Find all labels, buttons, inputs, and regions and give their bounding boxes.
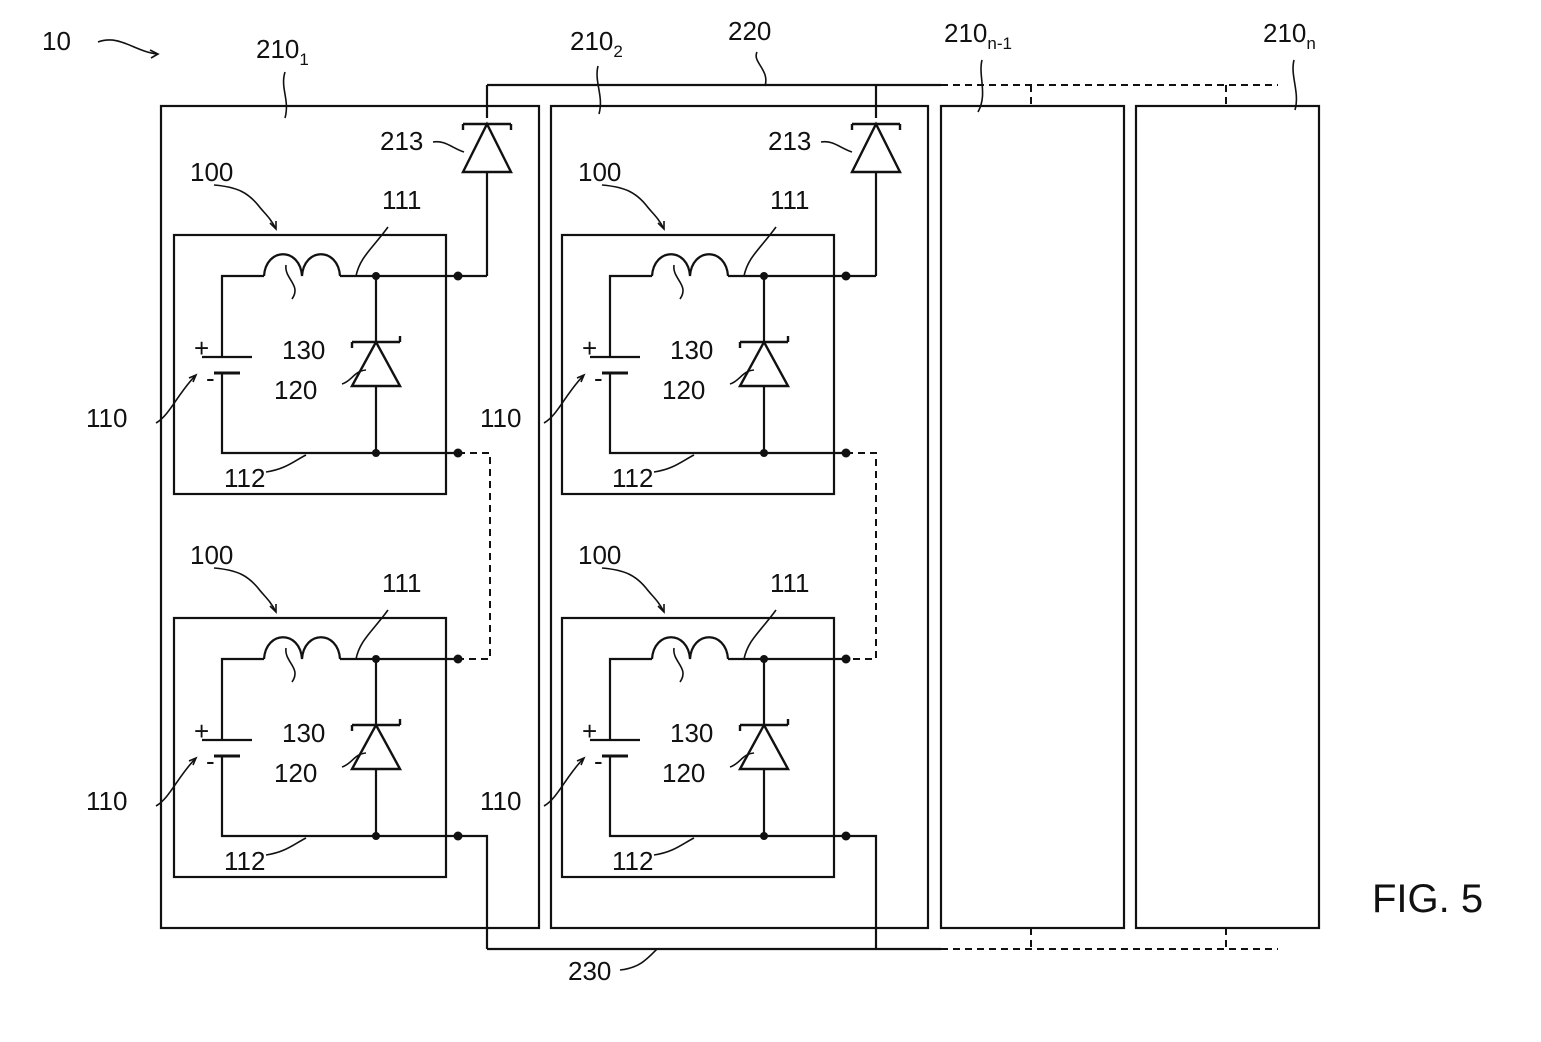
module-s2-bottom-pos-ref: 111: [770, 568, 810, 598]
system-ref-leader: [98, 40, 158, 54]
string-n-ref-leader: [1293, 60, 1296, 110]
top-bus-ref-label: 220: [728, 16, 771, 46]
string-1-ref-main: 210: [256, 34, 299, 64]
module-s2-top-neg-ref: 112: [612, 463, 653, 493]
string-n-1-box: [941, 106, 1124, 928]
string-2-diode-213-leader: [821, 142, 852, 152]
string-2-ref-sub: 2: [613, 42, 622, 61]
string-2-diode-213-label: 213: [768, 126, 811, 156]
system-ref-label: 10: [42, 26, 71, 56]
module-s1-top-diode-ref: 120: [274, 375, 317, 405]
module-s1-top-pos-ref: 111: [382, 185, 422, 215]
string-1-diode-213-leader: [433, 142, 464, 152]
s2-bottom-neg-to-bus: [846, 836, 876, 949]
string-n-ref-label: 210n: [1263, 18, 1316, 53]
string-n-1-ref-sub: n-1: [987, 34, 1012, 53]
module-s2-bottom-fuse-ref: 130: [670, 718, 713, 748]
module-s2-top-diode-ref: 120: [662, 375, 705, 405]
module-s1-top-minus: -: [206, 363, 215, 393]
string-n-1-ref-main: 210: [944, 18, 987, 48]
top-bus-ref-leader: [756, 52, 766, 86]
module-s1-bottom-fuse-ref: 130: [282, 718, 325, 748]
module-s1-bottom-diode-ref: 120: [274, 758, 317, 788]
module-s1-bottom: 100 111 130 120 112 + - 110: [86, 540, 463, 877]
string-1-ref-label: 2101: [256, 34, 309, 69]
module-s1-bottom-ref: 100: [190, 540, 233, 570]
module-s1-bottom-neg-ref: 112: [224, 846, 265, 876]
module-s2-bottom-cell-ref: 110: [480, 786, 521, 816]
module-s1-bottom-pos-ref: 111: [382, 568, 422, 598]
bottom-bus-ref-label: 230: [568, 956, 611, 986]
module-s1-top-ref: 100: [190, 157, 233, 187]
string-1-ref-leader: [284, 72, 287, 118]
module-s1-bottom-cell-ref: 110: [86, 786, 127, 816]
module-s1-top-cell-ref: 110: [86, 403, 127, 433]
string-n-box: [1136, 106, 1319, 928]
figure-label: FIG. 5: [1372, 877, 1483, 921]
module-s1-bottom-minus: -: [206, 746, 215, 776]
bottom-bus-ref-leader: [620, 949, 657, 970]
module-s2-top-plus: +: [582, 333, 597, 363]
module-s2-bottom: 100 111 130 120 112 + - 110: [480, 540, 851, 877]
string-1-diode-213-label: 213: [380, 126, 423, 156]
string-2-box: [551, 106, 928, 928]
string-2-ref-label: 2102: [570, 26, 623, 61]
string-n-ref-main: 210: [1263, 18, 1306, 48]
module-s1-bottom-plus: +: [194, 716, 209, 746]
string-2-diode-213: [852, 124, 900, 276]
s2-series-link: [846, 453, 876, 659]
module-s2-top-minus: -: [594, 363, 603, 393]
module-s1-top-fuse-ref: 130: [282, 335, 325, 365]
s1-bottom-neg-to-bus: [458, 836, 487, 949]
string-2-ref-main: 210: [570, 26, 613, 56]
module-s2-bottom-minus: -: [594, 746, 603, 776]
module-s2-bottom-neg-ref: 112: [612, 846, 653, 876]
module-s2-top-pos-ref: 111: [770, 185, 810, 215]
module-s2-top: 100 111 130 120 112 + - 110: [480, 157, 851, 494]
module-s1-top: 100 111 130 120 112 + - 110: [86, 157, 463, 494]
module-s1-top-neg-ref: 112: [224, 463, 265, 493]
s1-series-link: [458, 453, 490, 659]
string-1-ref-sub: 1: [299, 50, 308, 69]
module-s2-top-ref: 100: [578, 157, 621, 187]
string-n-1-ref-label: 210n-1: [944, 18, 1012, 53]
module-s2-bottom-diode-ref: 120: [662, 758, 705, 788]
module-s2-top-fuse-ref: 130: [670, 335, 713, 365]
module-s1-top-plus: +: [194, 333, 209, 363]
string-n-ref-sub: n: [1306, 34, 1315, 53]
module-s2-bottom-plus: +: [582, 716, 597, 746]
module-s2-bottom-ref: 100: [578, 540, 621, 570]
string-1-diode-213: [463, 124, 511, 276]
module-s2-top-cell-ref: 110: [480, 403, 521, 433]
